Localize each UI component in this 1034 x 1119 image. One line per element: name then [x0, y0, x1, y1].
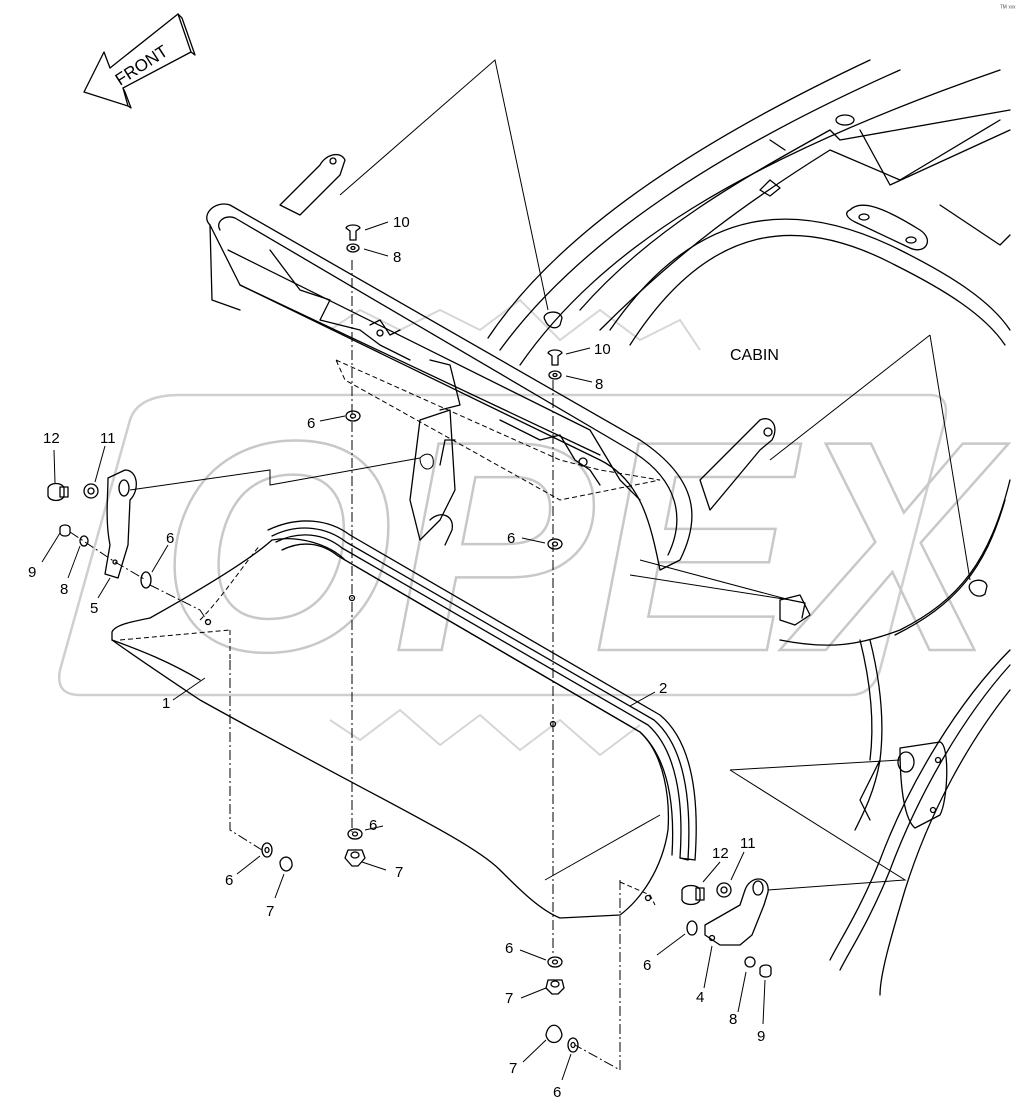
cover-panel: [111, 538, 670, 919]
callout-12: 12: [712, 845, 729, 862]
callout-8: 8: [393, 249, 401, 266]
callout-9: 9: [28, 564, 36, 581]
cabin-label: CABIN: [730, 347, 779, 364]
cabin-roof: [409, 59, 1011, 996]
callout-11: 11: [100, 430, 116, 447]
callout-1: 1: [162, 695, 170, 712]
callout-6: 6: [507, 530, 515, 547]
right-bracket-assembly: [681, 878, 772, 978]
callout-10: 10: [393, 214, 410, 231]
callout-6: 6: [553, 1084, 561, 1101]
callout-7: 7: [266, 903, 274, 920]
callout-7: 7: [509, 1060, 517, 1077]
callout-2: 2: [659, 680, 667, 697]
callout-4: 4: [696, 989, 704, 1006]
callout-6: 6: [643, 957, 651, 974]
callout-8: 8: [60, 581, 68, 598]
callout-8: 8: [729, 1011, 737, 1028]
callout-6: 6: [307, 415, 315, 432]
left-bracket-assembly: [47, 469, 209, 623]
fastener-stacks: [229, 224, 621, 1071]
callout-12: 12: [43, 430, 60, 447]
callout-9: 9: [757, 1028, 765, 1045]
reference-leaders: [129, 59, 971, 891]
watermark-text: OPEX: [160, 378, 1009, 714]
front-label: FRONT: [112, 42, 171, 90]
callout-7: 7: [505, 990, 513, 1007]
watermark: OPEX: [57, 298, 1010, 757]
upper-bracket-assembly: [206, 153, 693, 571]
callout-7: 7: [395, 864, 403, 881]
callout-8: 8: [595, 376, 603, 393]
callout-5: 5: [90, 600, 98, 617]
callout-6: 6: [225, 872, 233, 889]
callout-6: 6: [505, 940, 513, 957]
front-direction-arrow: FRONT: [83, 13, 196, 109]
callout-6: 6: [369, 817, 377, 834]
callout-leaders: [41, 221, 766, 1081]
callout-10: 10: [594, 341, 611, 358]
callout-labels: 10 8 10 8 6 6 12 11 9 8 5 6 1 2 6 7 6 7 …: [28, 214, 765, 1101]
callout-11: 11: [740, 835, 756, 852]
callout-6: 6: [166, 530, 174, 547]
corner-mark: ᵀᴹ ˣˣˣ: [1000, 5, 1016, 12]
